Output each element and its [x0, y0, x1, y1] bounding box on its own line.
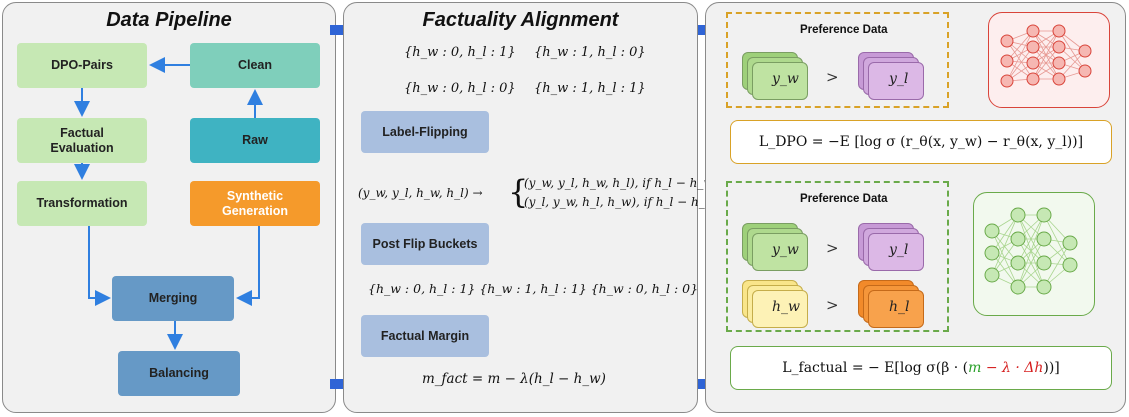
bucket-w1-l1: {h_w : 1, h_l : 1} [534, 81, 646, 96]
policy-network-red [988, 12, 1110, 108]
policy-network-green [973, 192, 1095, 316]
dpo-pairs-label: DPO-Pairs [51, 58, 113, 72]
card-yw [752, 62, 808, 100]
greater-than-mid: > [826, 239, 839, 257]
factual-loss-box: L_factual = − E[log σ(β · ( m − λ · Δh )… [730, 346, 1112, 390]
factual-evaluation-label-2: Evaluation [50, 140, 114, 155]
pipeline-arrows [74, 57, 263, 350]
dpo-loss-box: L_DPO = −E [log σ (r_θ(x, y_w) − r_θ(x, … [730, 120, 1112, 164]
factual-evaluation-node: Factual Evaluation [17, 118, 147, 163]
balancing-node: Balancing [118, 351, 240, 396]
card-yl-2 [868, 233, 924, 271]
panel-title-factuality-alignment: Factuality Alignment [422, 9, 619, 31]
merging-node: Merging [112, 276, 234, 321]
post-flip-buckets-label: Post Flip Buckets [372, 237, 478, 251]
data-pipeline-panel: Data Pipeline DPO-Pairs Clean Factual Ev… [2, 2, 336, 413]
factual-loss-margin-term: m [968, 360, 982, 376]
label-flipping-box: Label-Flipping [361, 111, 489, 153]
factual-margin-label: Factual Margin [380, 329, 470, 343]
synthetic-generation-label-2: Generation [222, 203, 288, 218]
card-hl [868, 290, 924, 328]
preference-data-title-bottom: Preference Data [800, 193, 888, 205]
flip-lhs: (y_w, y_l, h_w, h_l) → [358, 186, 483, 200]
hl-label: h_l [889, 299, 910, 315]
yl-label: y_l [889, 71, 909, 87]
factual-loss-penalty-term: − λ · Δh [981, 360, 1044, 376]
card-yl [868, 62, 924, 100]
post-flip-buckets-box: Post Flip Buckets [361, 223, 489, 265]
neural-network-icon-red [1000, 24, 1092, 88]
transformation-label: Transformation [36, 196, 128, 210]
flip-brace: { [508, 173, 529, 211]
preference-data-box-top: Preference Data y_w > y_l [726, 12, 949, 108]
raw-node: Raw [190, 118, 320, 163]
card-yw-2 [752, 233, 808, 271]
label-flipping-label: Label-Flipping [382, 125, 468, 139]
bucket-w0-l0: {h_w : 0, h_l : 0} [404, 81, 516, 96]
margin-formula: m_fact = m − λ(h_l − h_w) [422, 371, 606, 387]
factual-loss-prefix: L_factual = − E[log σ(β · ( [782, 360, 969, 376]
preference-data-box-bottom: Preference Data y_w > y_l h_w > h_l [726, 181, 949, 332]
training-objective-panel: Preference Data y_w > y_l L_DPO = [705, 2, 1126, 413]
clean-label: Clean [237, 58, 273, 72]
merging-label: Merging [148, 291, 198, 305]
card-hw [752, 290, 808, 328]
flip-case-2: (y_l, y_w, h_l, h_w), if h_l − h_w < 0 [524, 195, 741, 209]
factual-evaluation-label-1: Factual [60, 125, 104, 140]
bucket-w1-l0: {h_w : 1, h_l : 0} [534, 45, 646, 60]
flip-case-1: (y_w, y_l, h_w, h_l), if h_l − h_w ≥ 0 [524, 176, 739, 190]
bucket-w0-l1: {h_w : 0, h_l : 1} [404, 45, 516, 60]
arrow-transform-to-merging [88, 226, 111, 306]
factual-margin-box: Factual Margin [361, 315, 489, 357]
hw-label: h_w [772, 299, 800, 315]
dpo-pairs-node: DPO-Pairs [17, 43, 147, 88]
yl-label-2: y_l [889, 242, 909, 258]
synthetic-generation-label-1: Synthetic [226, 188, 284, 203]
clean-node: Clean [190, 43, 320, 88]
factual-loss-suffix: ))] [1043, 360, 1060, 376]
raw-label: Raw [242, 133, 268, 147]
arrow-synthetic-to-merging [236, 226, 260, 306]
balancing-label: Balancing [149, 366, 209, 380]
factuality-alignment-panel: Factuality Alignment {h_w : 0, h_l : 1} … [343, 2, 740, 413]
post-flip-buckets-formula: {h_w : 0, h_l : 1} {h_w : 1, h_l : 1} {h… [368, 281, 699, 296]
greater-than-bottom: > [826, 296, 839, 314]
panel-title-data-pipeline: Data Pipeline [106, 9, 232, 31]
dpo-loss-formula: L_DPO = −E [log σ (r_θ(x, y_w) − r_θ(x, … [758, 134, 1084, 150]
greater-than-top: > [826, 68, 839, 86]
synthetic-generation-node: Synthetic Generation [190, 181, 320, 226]
preference-data-title-top: Preference Data [800, 24, 888, 36]
yw-label: y_w [772, 71, 799, 87]
neural-network-icon-green [984, 207, 1078, 295]
transformation-node: Transformation [17, 181, 147, 226]
yw-label-2: y_w [772, 242, 799, 258]
